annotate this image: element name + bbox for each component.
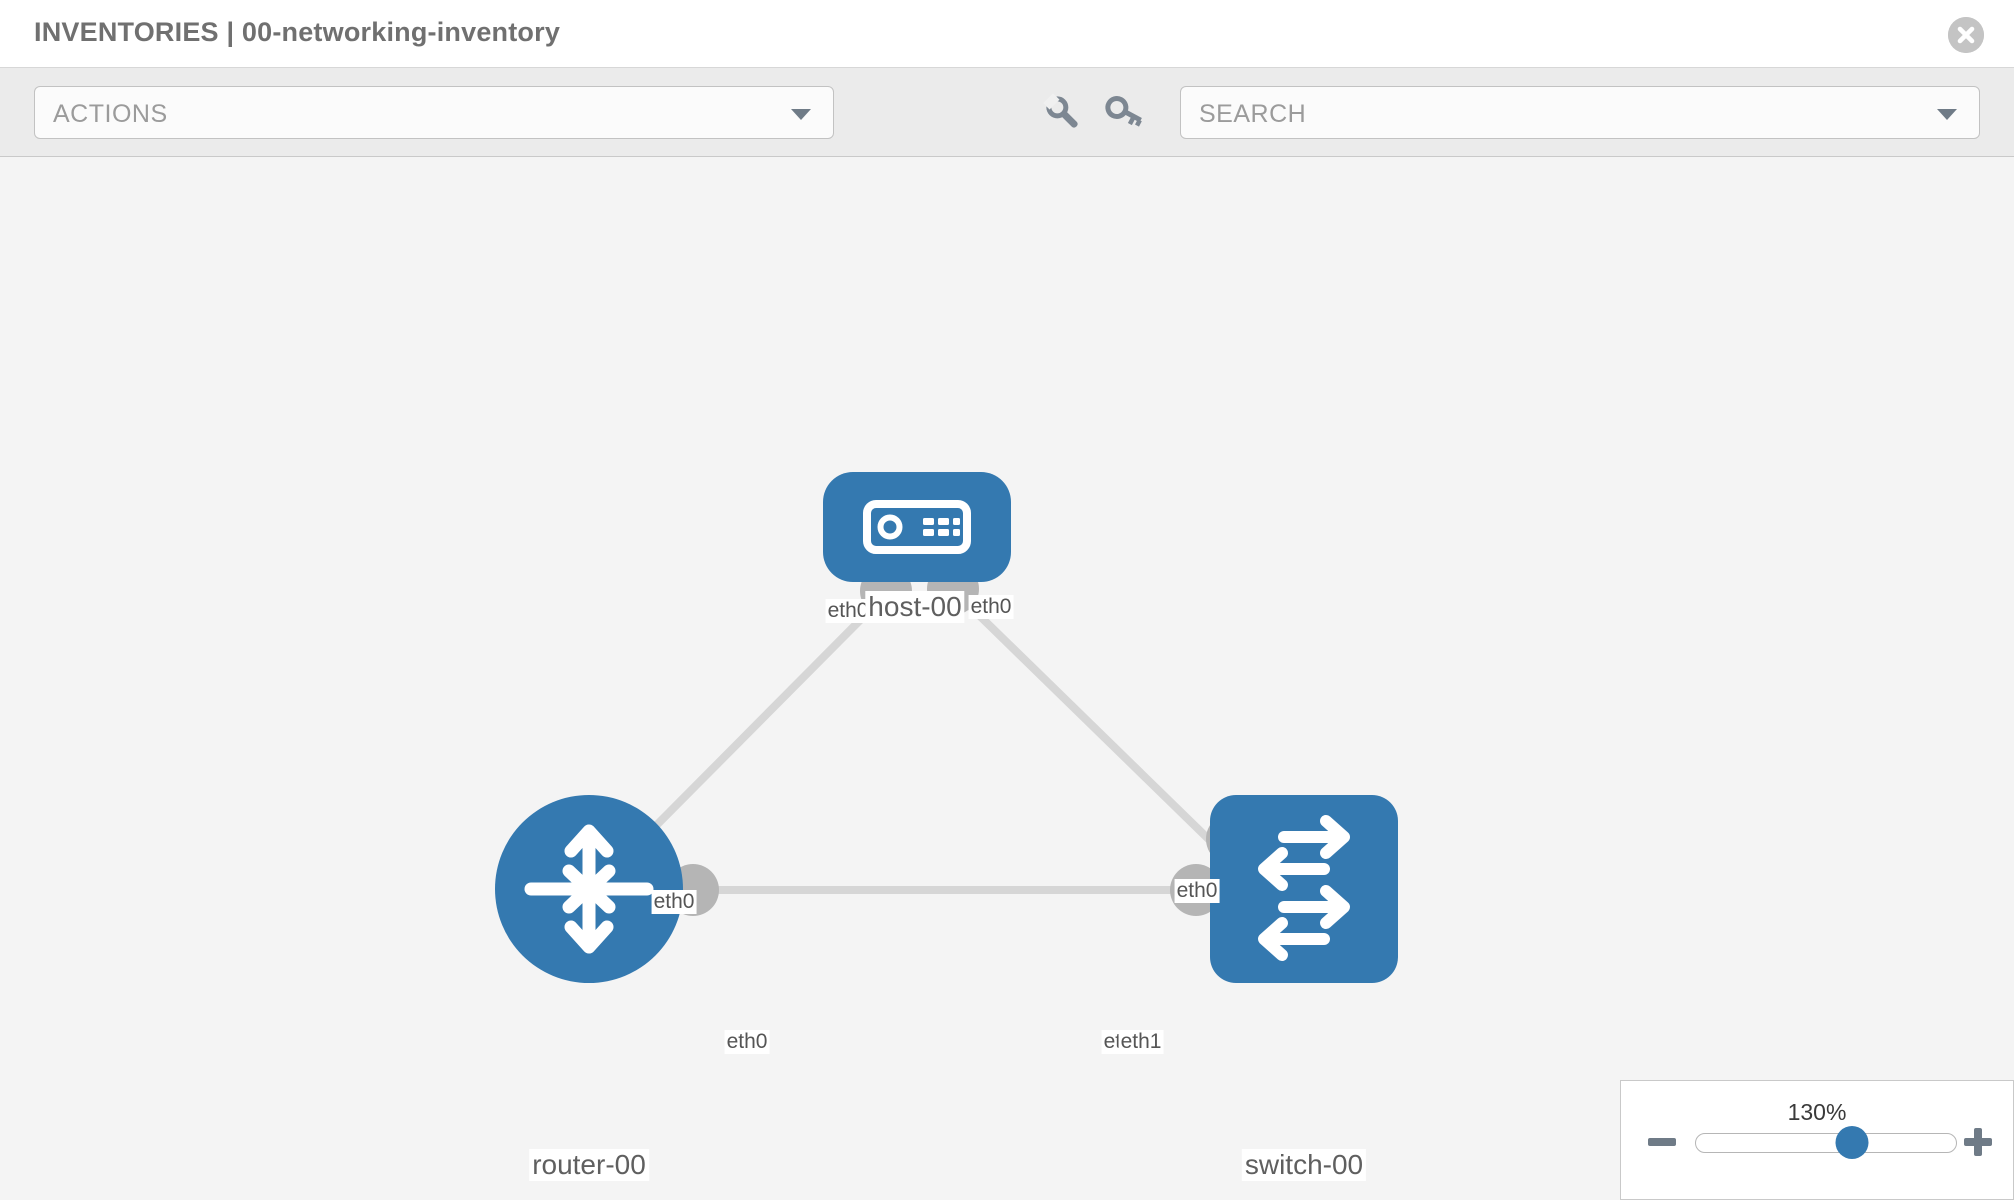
search-box[interactable] (1180, 86, 1980, 139)
actions-dropdown-label: ACTIONS (53, 100, 168, 128)
router-arrows-icon (524, 824, 654, 954)
interface-label: eth1 (1118, 1030, 1164, 1054)
zoom-slider-thumb[interactable] (1835, 1126, 1869, 1159)
search-input[interactable] (1197, 98, 1901, 131)
interface-label: eth0 (825, 599, 871, 623)
node-switch-00 (1210, 795, 1398, 983)
node-label-host-00: host-00 (865, 591, 965, 623)
minus-icon[interactable] (1645, 1125, 1679, 1159)
node-label-router-00: router-00 (529, 1149, 649, 1181)
switch-arrows-icon (1258, 815, 1350, 961)
interface-label: eth0 (724, 1030, 770, 1054)
server-appliance-icon (863, 500, 971, 554)
interface-label: eth0 (651, 890, 697, 914)
interface-label: eth0 (1174, 879, 1220, 903)
wrench-icon[interactable] (1040, 90, 1086, 136)
node-host-00 (823, 472, 1011, 582)
node-label-switch-00: switch-00 (1241, 1149, 1367, 1181)
topology-canvas[interactable]: eth0 eth0 eth0 eth0 eth0 eth0 eth1 host-… (0, 157, 2014, 1200)
chevron-down-icon (791, 109, 811, 120)
actions-dropdown[interactable]: ACTIONS (34, 86, 834, 139)
zoom-percent-label: 130% (1787, 1099, 1847, 1125)
toolbar: ACTIONS (0, 68, 2014, 157)
node-router-00 (495, 795, 683, 983)
zoom-slider-track[interactable] (1695, 1126, 1957, 1159)
link-host00-switch00 (942, 579, 1235, 865)
interface-label: eth0 (968, 595, 1014, 619)
close-icon[interactable] (1948, 17, 1984, 53)
chevron-down-icon[interactable] (1937, 109, 1957, 120)
zoom-control-panel: 130% (1620, 1080, 2014, 1200)
plus-icon[interactable] (1961, 1125, 1995, 1159)
page-header: INVENTORIES | 00-networking-inventory (0, 0, 2014, 68)
page-title: INVENTORIES | 00-networking-inventory (34, 17, 561, 47)
key-icon[interactable] (1100, 90, 1146, 136)
topology-links (612, 579, 1235, 894)
link-router00-host00 (612, 579, 901, 870)
